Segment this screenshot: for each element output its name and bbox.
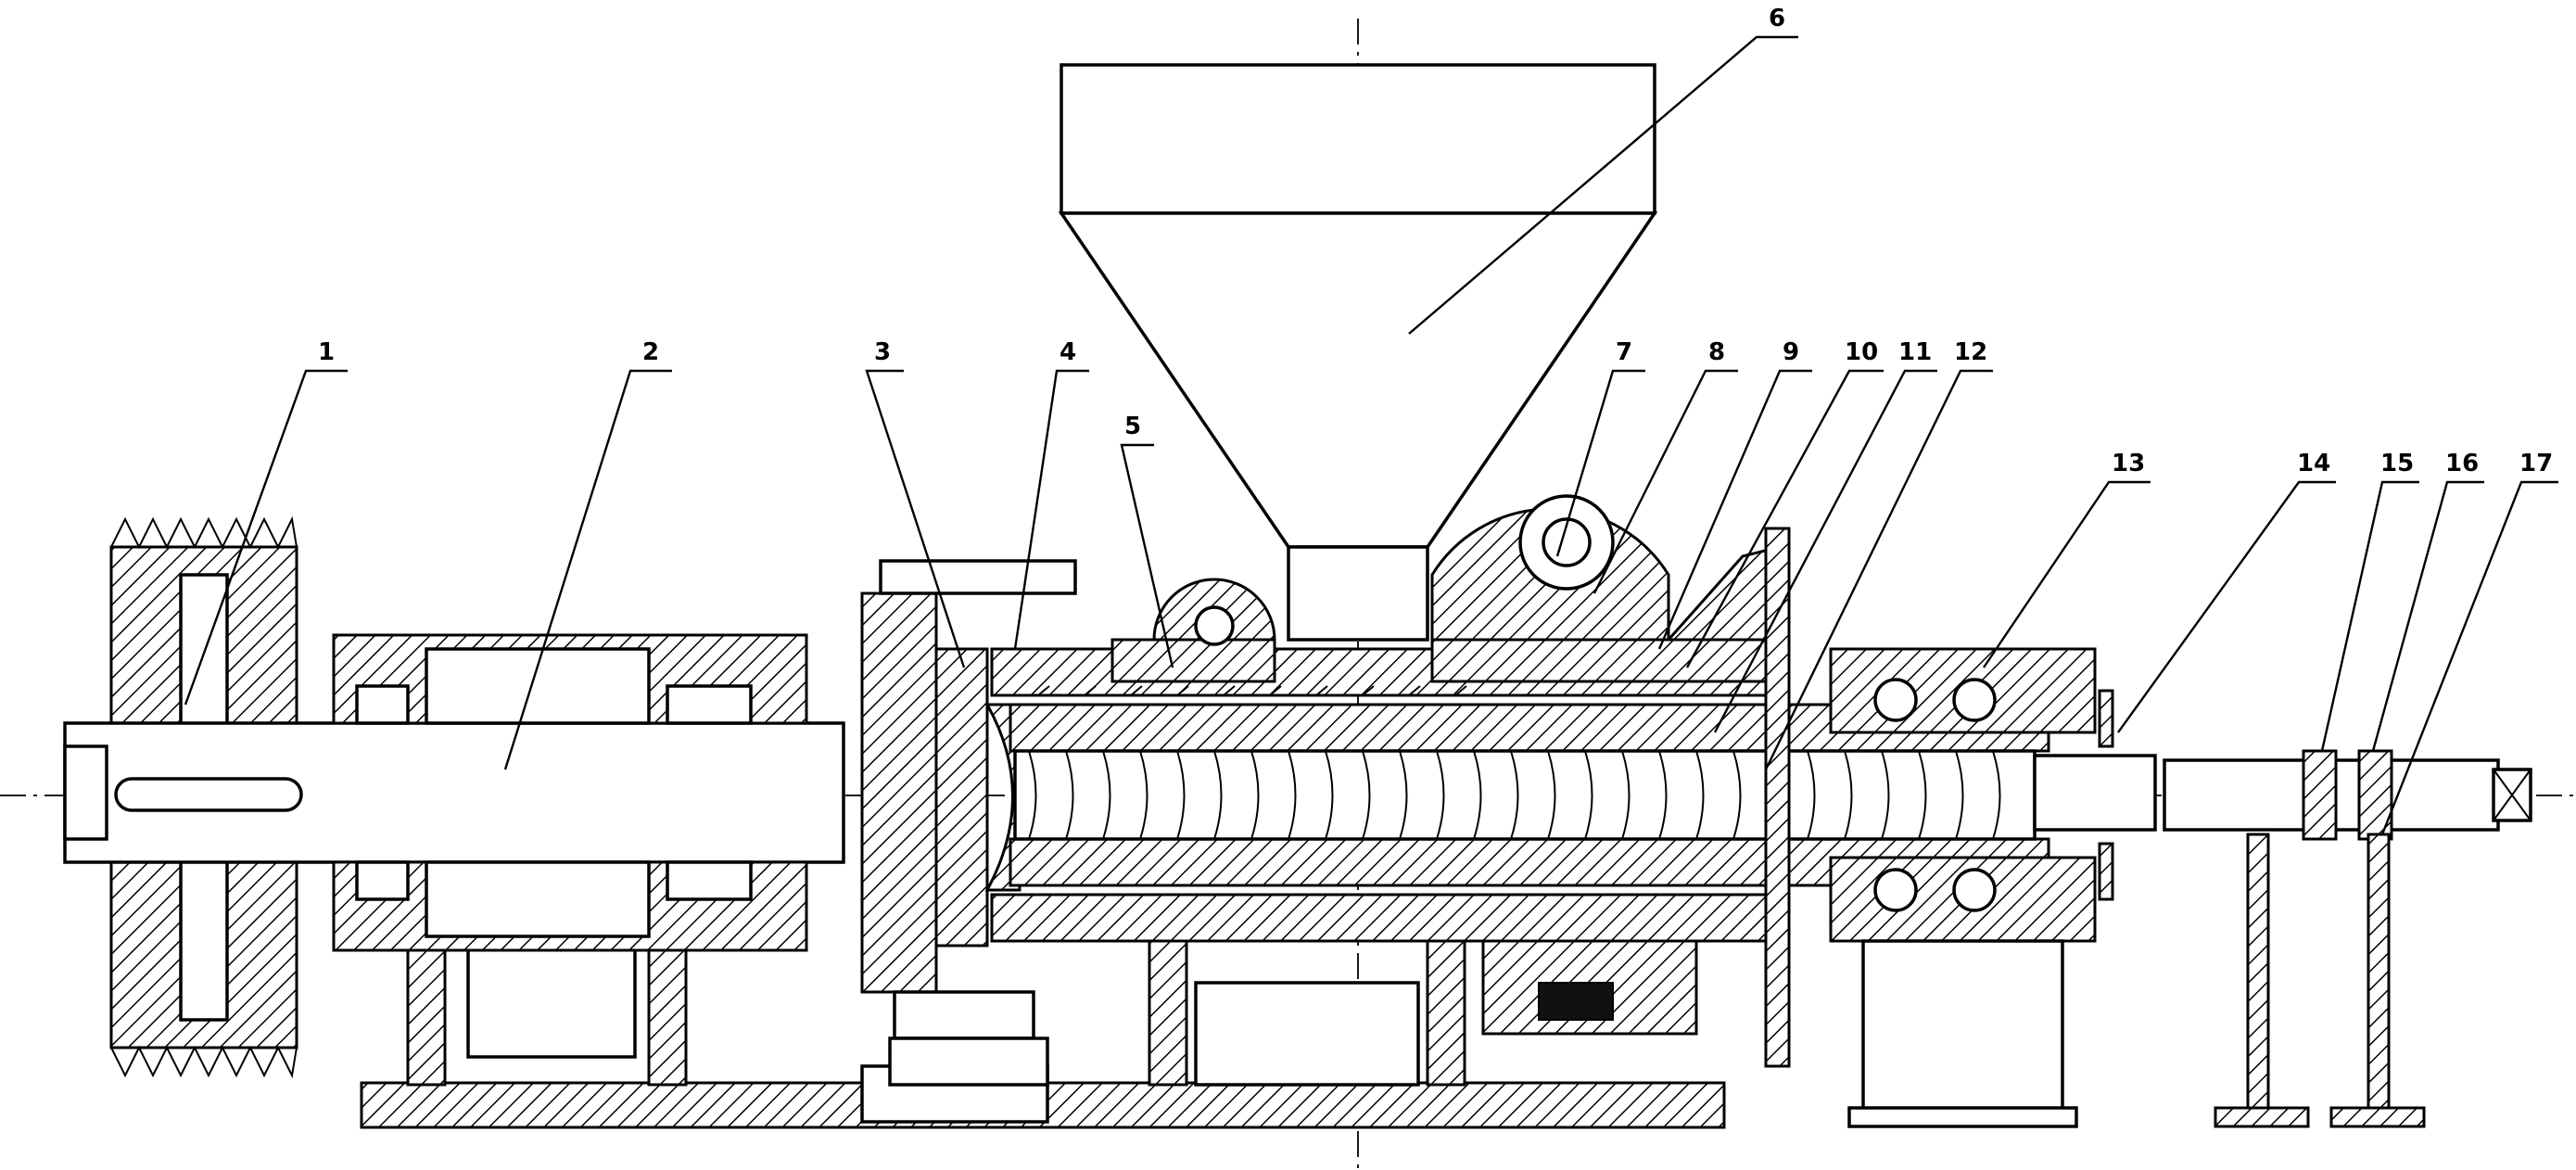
gear-housing-upper — [1430, 494, 1782, 642]
label-5: 5 — [1120, 413, 1174, 668]
outlet-flange — [1764, 527, 1791, 1068]
die-assembly — [2163, 749, 2532, 1128]
bearing-block-right — [1829, 647, 2097, 1128]
label-4: 4 — [1013, 338, 1089, 650]
hopper — [1058, 63, 1658, 642]
label-3: 3 — [865, 338, 966, 668]
bearing-housing-left — [332, 633, 808, 952]
label-11: 11 — [1713, 338, 1937, 733]
part-label-9: 9 — [1783, 338, 1799, 366]
barrel — [990, 638, 2050, 943]
coupling-flange — [860, 559, 1077, 1087]
label-13: 13 — [1983, 450, 2151, 668]
part-label-3: 3 — [874, 338, 891, 366]
label-1: 1 — [184, 338, 348, 706]
label-16: 16 — [2371, 450, 2484, 752]
part-label-17: 17 — [2519, 450, 2553, 477]
small-gear-housing — [1152, 578, 1276, 646]
part-label-2: 2 — [642, 338, 659, 366]
part-label-11: 11 — [1898, 338, 1932, 366]
part-label-12: 12 — [1954, 338, 1987, 366]
label-15: 15 — [2320, 450, 2419, 752]
label-9: 9 — [1657, 338, 1812, 650]
gear-housing-lower — [1481, 939, 1698, 1036]
label-6: 6 — [1408, 5, 1798, 335]
drive-shaft — [63, 721, 845, 864]
label-2: 2 — [503, 338, 672, 770]
part-label-13: 13 — [2112, 450, 2145, 477]
part-label-10: 10 — [1845, 338, 1878, 366]
screw-flights — [1013, 685, 2037, 841]
part-label-6: 6 — [1769, 5, 1785, 32]
part-label-16: 16 — [2445, 450, 2479, 477]
part-label-8: 8 — [1708, 338, 1725, 366]
part-label-14: 14 — [2297, 450, 2330, 477]
part-label-15: 15 — [2380, 450, 2414, 477]
label-12: 12 — [1764, 338, 1993, 770]
label-8: 8 — [1593, 338, 1738, 594]
part-label-4: 4 — [1060, 338, 1076, 366]
label-7: 7 — [1555, 338, 1645, 557]
label-10: 10 — [1685, 338, 1884, 668]
base-frame — [360, 925, 1726, 1129]
part-label-5: 5 — [1124, 413, 1141, 440]
label-17: 17 — [2380, 450, 2558, 835]
output-shaft — [2033, 689, 2157, 901]
label-14: 14 — [2117, 450, 2336, 733]
part-label-1: 1 — [318, 338, 335, 366]
part-label-7: 7 — [1616, 338, 1632, 366]
